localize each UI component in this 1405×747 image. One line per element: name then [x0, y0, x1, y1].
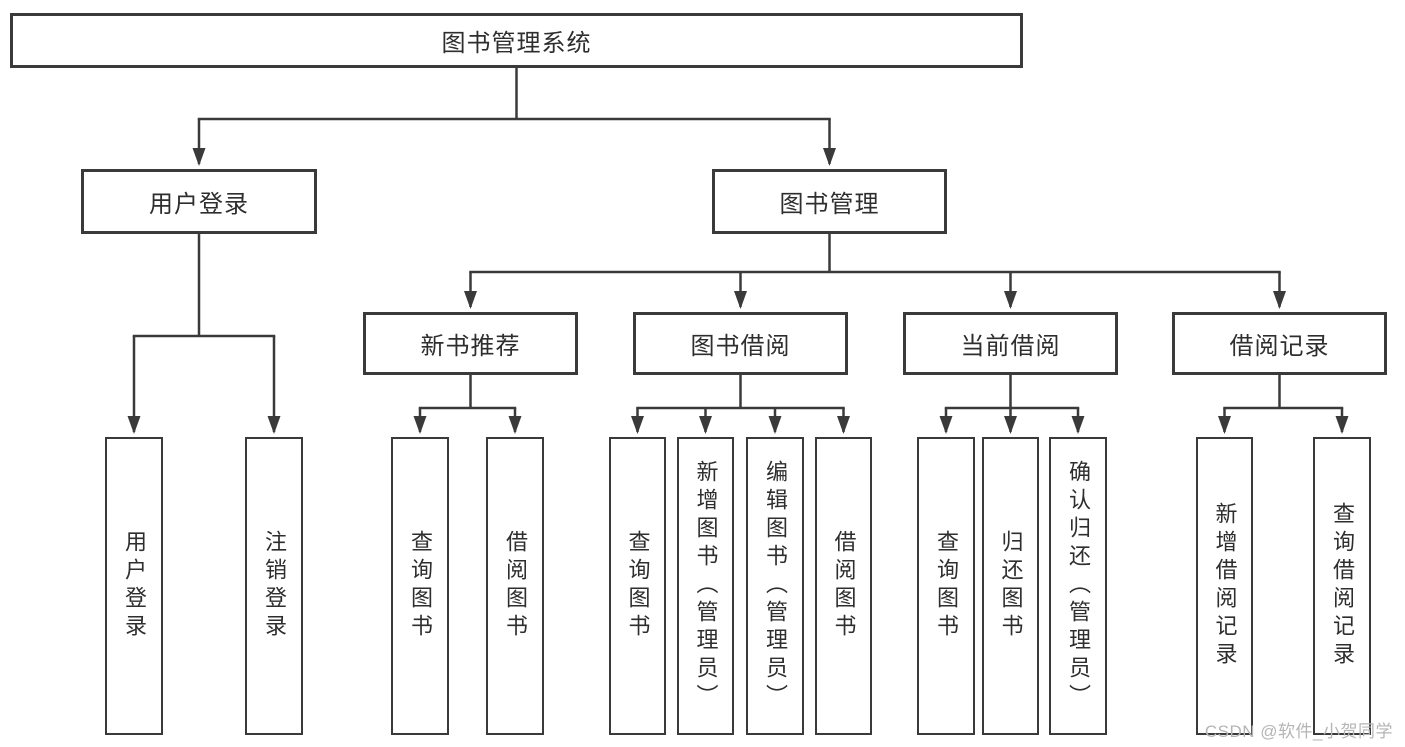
node-current-borrowing: 当前借阅: [903, 312, 1118, 375]
leaf-borrow-borrow-books: 借阅图书: [815, 437, 872, 735]
leaf-records-query: 查询借阅记录: [1313, 437, 1371, 735]
leaf-rec-query-books: 查询图书: [391, 437, 449, 735]
leaf-borrow-add-books-admin: 新增图书（管理员）: [677, 437, 734, 735]
node-user-login: 用户登录: [81, 169, 317, 234]
node-borrowing-records: 借阅记录: [1172, 312, 1387, 375]
leaf-logout: 注销登录: [245, 437, 303, 735]
leaf-rec-borrow-books: 借阅图书: [486, 437, 544, 735]
leaf-borrow-query-books: 查询图书: [609, 437, 666, 735]
leaf-records-add: 新增借阅记录: [1196, 437, 1253, 735]
leaf-current-query-books: 查询图书: [917, 437, 975, 735]
node-library-management-system: 图书管理系统: [10, 13, 1023, 68]
leaf-borrow-edit-books-admin: 编辑图书（管理员）: [746, 437, 804, 735]
node-new-book-recommendation: 新书推荐: [363, 312, 578, 375]
node-book-management: 图书管理: [712, 169, 947, 234]
node-book-borrowing: 图书借阅: [633, 312, 848, 375]
leaf-current-confirm-return-admin: 确认归还（管理员）: [1049, 437, 1107, 735]
leaf-user-login: 用户登录: [105, 437, 163, 735]
csdn-watermark: CSDN @软件_小贺同学: [1204, 722, 1393, 741]
leaf-current-return-books: 归还图书: [982, 437, 1039, 735]
